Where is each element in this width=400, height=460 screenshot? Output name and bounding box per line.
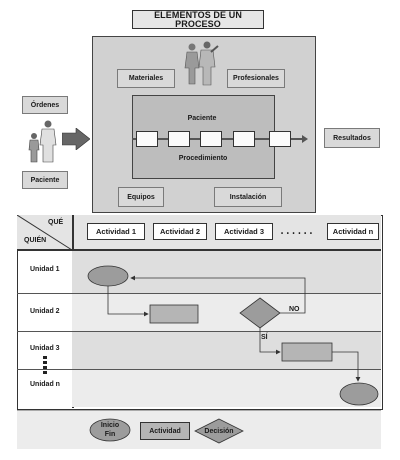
resultados-box: Resultados [324,128,380,148]
decision-diamond [239,297,281,329]
legend-fin-label: Fin [104,430,116,438]
end-terminal [339,382,379,406]
activity-2-box [149,304,199,324]
professionals-figure-icon [184,41,219,86]
si-label: SÍ [261,334,268,341]
procedure-step-1 [136,131,158,147]
legend-inicio-label: Inicio [100,421,120,429]
lane-band-n [72,369,381,407]
unit-label-n: Unidad n [30,381,60,388]
page-title: ELEMENTOS DE UN PROCESO [132,10,264,29]
activity-header-n: Actividad n [327,223,379,240]
legend-activity-box: Actividad [140,422,190,440]
activity-ellipsis: • • • • • • [281,231,313,237]
procedure-step-4 [233,131,255,147]
unit-label-3: Unidad 3 [30,345,60,352]
legend-decision-shape [194,418,244,444]
activity-header-2: Actividad 2 [153,223,207,240]
ordenes-box: Órdenes [22,96,68,114]
instalacion-box: Instalación [214,187,282,207]
activity-3-box [281,342,333,362]
start-terminal [87,265,129,287]
quien-label: QUIÉN [24,237,47,244]
lane-band-2 [72,293,381,331]
que-label: QUÉ [48,219,64,226]
procedimiento-label: Procedimiento [178,154,228,162]
lane-separator-1 [17,293,381,294]
no-label: NO [289,306,300,313]
profesionales-box: Profesionales [227,69,285,88]
procedure-step-5 [269,131,291,147]
procedure-step-2 [168,131,190,147]
lane-separator-2 [17,331,381,332]
legend-start-end-shape [89,418,131,442]
lane-separator-3 [17,369,381,370]
activity-header-3: Actividad 3 [215,223,273,240]
procedure-step-3 [200,131,222,147]
unit-ellipsis-dots [43,356,47,374]
legend-decision-label: Decisión [204,427,234,435]
materiales-box: Materiales [117,69,175,88]
paciente-box: Paciente [22,171,68,189]
activity-header-1: Actividad 1 [87,223,145,240]
swimlane-flow [87,265,379,406]
unit-label-2: Unidad 2 [30,308,60,315]
paciente-inner-label: Paciente [187,114,217,122]
input-arrow [62,128,90,150]
equipos-box: Equipos [118,187,164,207]
patient-figure-icon [28,120,57,163]
unit-label-1: Unidad 1 [30,266,60,273]
que-quien-divider [17,215,73,251]
